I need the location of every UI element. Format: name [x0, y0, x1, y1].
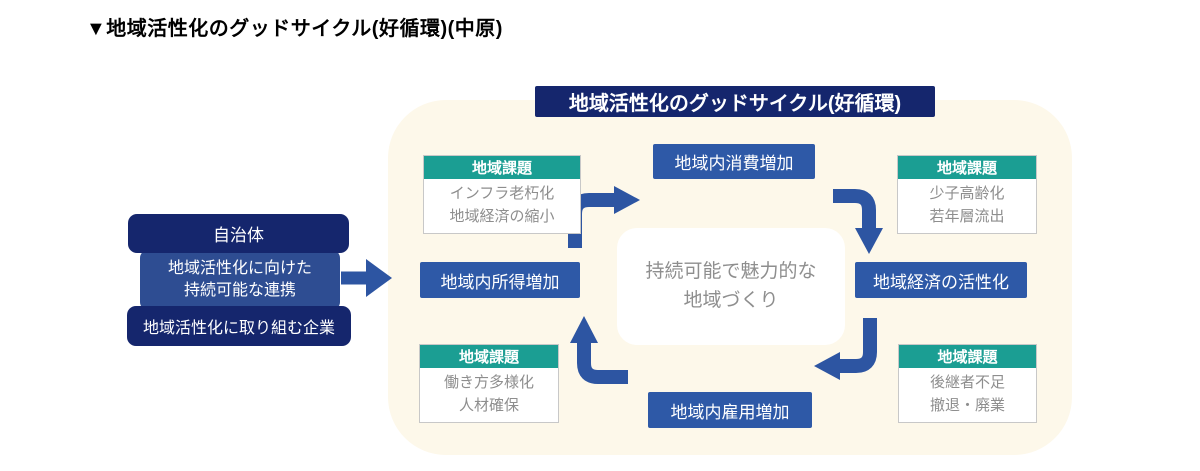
issue-body: 少子高齢化 若年層流出 [898, 179, 1036, 233]
cycle-step-consumption: 地域内消費増加 [653, 144, 815, 179]
issue-line2: 人材確保 [458, 397, 519, 415]
issue-line2: 若年層流出 [929, 208, 1005, 226]
page-title: ▼地域活性化のグッドサイクル(好循環)(中原) [86, 18, 503, 40]
center-goal-line2: 地域づくり [683, 289, 779, 311]
issue-line1: インフラ老朽化 [449, 185, 555, 202]
collaboration-box: 地域活性化に向けた 持続可能な連携 [140, 250, 340, 310]
cycle-step-employment: 地域内雇用増加 [648, 392, 812, 428]
issue-line1: 少子高齢化 [929, 185, 1005, 202]
issue-line1: 働き方多様化 [443, 374, 534, 391]
company-box: 地域活性化に取り組む企業 [127, 306, 351, 346]
issue-box-aging: 地域課題 少子高齢化 若年層流出 [897, 155, 1037, 234]
collaboration-to-cycle-arrow [341, 259, 392, 297]
diagram-header: 地域活性化のグッドサイクル(好循環) [535, 86, 935, 117]
issue-body: 後継者不足 撤退・廃業 [899, 368, 1036, 422]
issue-line1: 後継者不足 [929, 374, 1005, 391]
issue-header: 地域課題 [898, 156, 1036, 179]
issue-box-workstyle: 地域課題 働き方多様化 人材確保 [419, 344, 559, 423]
issue-header: 地域課題 [899, 345, 1036, 368]
cycle-step-economy: 地域経済の活性化 [855, 262, 1027, 298]
issue-header: 地域課題 [424, 156, 580, 179]
issue-box-infrastructure: 地域課題 インフラ老朽化 地域経済の縮小 [423, 155, 581, 234]
collaboration-line2: 持続可能な連携 [183, 282, 296, 299]
issue-body: 働き方多様化 人材確保 [420, 368, 558, 422]
municipality-box: 自治体 [128, 214, 349, 253]
issue-line2: 撤退・廃業 [929, 397, 1005, 415]
cycle-center-goal: 持続可能で魅力的な 地域づくり [617, 228, 845, 345]
cycle-step-income: 地域内所得増加 [420, 262, 580, 298]
issue-body: インフラ老朽化 地域経済の縮小 [424, 179, 580, 233]
issue-line2: 地域経済の縮小 [449, 208, 555, 226]
center-goal-line1: 持続可能で魅力的な [645, 261, 817, 282]
issue-box-successor: 地域課題 後継者不足 撤退・廃業 [898, 344, 1037, 423]
issue-header: 地域課題 [420, 345, 558, 368]
collaboration-line1: 地域活性化に向けた [167, 260, 312, 278]
